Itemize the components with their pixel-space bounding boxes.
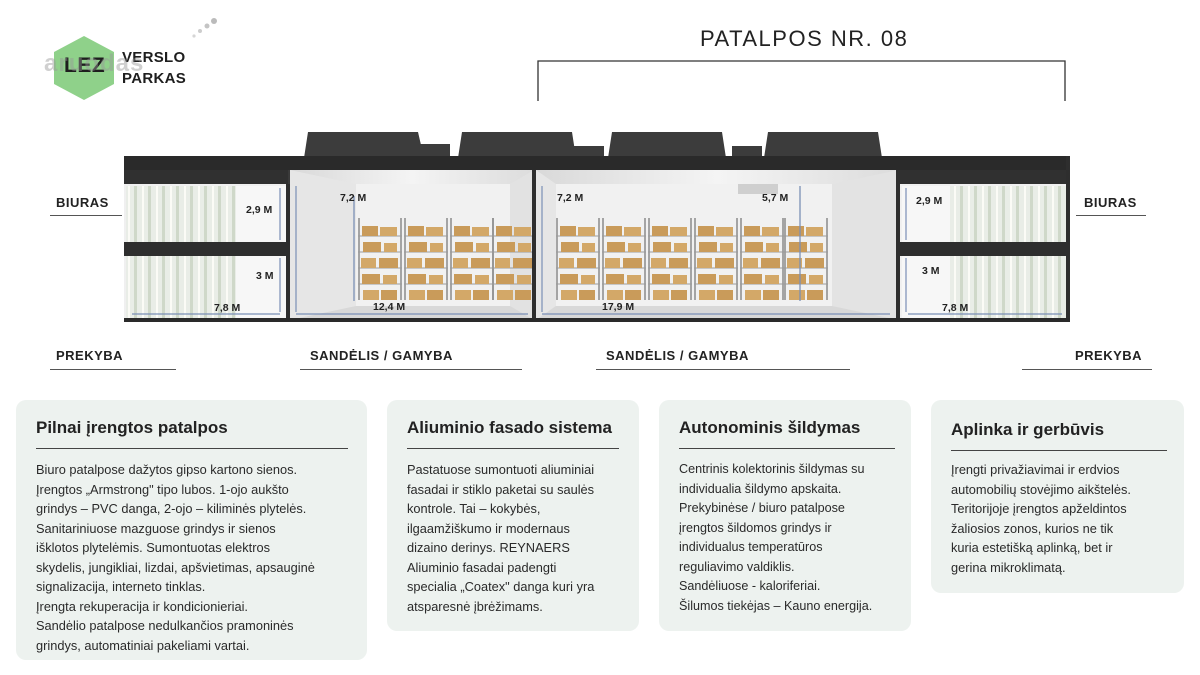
card-title: Pilnai įrengtos patalpos bbox=[36, 418, 228, 437]
card-line: kuria estetišką aplinką, bet ir bbox=[951, 540, 1113, 555]
feature-card-equipped: Pilnai įrengtos patalpos Biuro patalpose… bbox=[16, 400, 367, 660]
card-line: fasadai ir stiklo paketai su saulės bbox=[407, 481, 595, 497]
card-line: kontrole. Tai – kokybės, bbox=[407, 501, 541, 516]
card-line: Sandėlio patalpose nedulkančios pramonin… bbox=[36, 618, 294, 633]
card-line: automobilių stovėjimo aikštelės. bbox=[951, 481, 1131, 497]
card-line: ilgaamžiškumo ir modernaus bbox=[407, 520, 570, 536]
card-divider bbox=[36, 448, 348, 449]
card-line: signalizacija, interneto tinklas. bbox=[36, 579, 206, 594]
dim-left-office-top: 2,9 M bbox=[246, 204, 273, 216]
card-line: Biuro patalpose dažytos gipso kartono si… bbox=[36, 462, 298, 477]
dim-left-office-width: 7,8 M bbox=[214, 302, 241, 314]
card-line: grindys – PVC danga, 2-ojo – kiliminės p… bbox=[36, 501, 307, 516]
logo-line2: PARKAS bbox=[122, 70, 187, 87]
feature-card-environment: Aplinka ir gerbūvis Įrengti privažiavima… bbox=[931, 400, 1184, 593]
card-body: Centrinis kolektorinis šildymas su indiv… bbox=[679, 460, 872, 616]
card-line: Sandėliuose - kaloriferiai. bbox=[679, 579, 821, 593]
page-title: PATALPOS NR. 08 bbox=[700, 26, 909, 51]
dim-right-office-top: 2,9 M bbox=[916, 195, 943, 207]
logo-hexagon-icon bbox=[54, 36, 114, 100]
zone-biuras-left: BIURAS bbox=[56, 195, 109, 210]
card-title: Autonominis šildymas bbox=[679, 418, 861, 437]
card-body: Biuro patalpose dažytos gipso kartono si… bbox=[36, 460, 315, 655]
zone-sandelis-left-line bbox=[300, 369, 522, 370]
watermark: aruodas bbox=[44, 50, 145, 77]
card-body: Įrengti privažiavimai ir erdvios automob… bbox=[951, 460, 1131, 577]
title-bracket bbox=[537, 60, 1066, 101]
card-divider bbox=[407, 448, 619, 449]
card-line: reguliavimo valdiklis. bbox=[679, 559, 795, 574]
card-line: Teritorijoje įrengtos apželdintos bbox=[951, 501, 1127, 516]
card-line: išklotos plytelėmis. Sumontuotas elektro… bbox=[36, 540, 270, 555]
card-divider bbox=[951, 450, 1167, 451]
card-line: Įrengtos „Armstrong" tipo lubos. 1-ojo a… bbox=[36, 481, 289, 497]
dim-warehouse1-height: 7,2 M bbox=[340, 192, 367, 204]
dim-right-office-bottom: 3 M bbox=[922, 265, 940, 277]
logo-dots-icon bbox=[192, 18, 217, 38]
zone-prekyba-left: PREKYBA bbox=[56, 348, 124, 363]
zone-biuras-right: BIURAS bbox=[1084, 195, 1137, 210]
feature-card-heating: Autonominis šildymas Centrinis kolektori… bbox=[659, 400, 911, 631]
card-line: Įrengti privažiavimai ir erdvios bbox=[951, 462, 1120, 477]
logo-line1: VERSLO bbox=[122, 49, 186, 66]
dim-warehouse2-height: 7,2 M bbox=[557, 192, 584, 204]
zone-prekyba-left-line bbox=[50, 369, 176, 370]
feature-card-facade: Aliuminio fasado sistema Pastatuose sumo… bbox=[387, 400, 639, 631]
dim-warehouse2-width: 17,9 M bbox=[602, 301, 635, 313]
card-line: Pastatuose sumontuoti aliuminiai bbox=[407, 462, 595, 477]
zone-prekyba-right-line bbox=[1022, 369, 1152, 370]
card-title: Aplinka ir gerbūvis bbox=[951, 420, 1105, 439]
zone-sandelis-right-line bbox=[596, 369, 850, 370]
dim-warehouse1-width: 12,4 M bbox=[373, 301, 406, 313]
card-line: gerina mikroklimatą. bbox=[951, 559, 1066, 575]
card-line: grindys, automatiniai pakeliami vartai. bbox=[36, 637, 250, 653]
dim-warehouse2-height-low: 5,7 M bbox=[762, 192, 789, 204]
card-line: įrengtos šildomos grindys ir bbox=[679, 520, 832, 535]
dim-right-office-width: 7,8 M bbox=[942, 302, 969, 314]
card-line: Šilumos tiekėjas – Kauno energija. bbox=[679, 598, 873, 613]
card-line: dizaino derinys. REYNAERS bbox=[407, 540, 570, 555]
card-line: Įrengta rekuperacija ir kondicionieriai. bbox=[36, 598, 248, 614]
card-body: Pastatuose sumontuoti aliuminiai fasadai… bbox=[407, 460, 594, 616]
card-line: Sanitariniuose mazguose grindys ir sieno… bbox=[36, 520, 276, 536]
card-line: individualus temperatūros bbox=[679, 540, 823, 554]
card-line: specialia „Coatex" danga kuri yra bbox=[407, 579, 595, 594]
card-divider bbox=[679, 448, 895, 449]
card-line: Centrinis kolektorinis šildymas su bbox=[679, 462, 865, 476]
building-section-illustration bbox=[124, 132, 1070, 322]
zone-sandelis-left: SANDĖLIS / GAMYBA bbox=[310, 348, 453, 363]
zone-biuras-right-line bbox=[1076, 215, 1146, 216]
card-line: Aliuminio fasadai padengti bbox=[407, 559, 557, 575]
card-line: žaliosios zonos, kurios ne tik bbox=[951, 520, 1114, 536]
zone-biuras-left-line bbox=[50, 215, 122, 216]
card-title: Aliuminio fasado sistema bbox=[407, 418, 612, 437]
card-line: skydelis, jungikliai, lizdai, apšvietima… bbox=[36, 559, 315, 575]
dim-left-office-bottom: 3 M bbox=[256, 270, 274, 282]
zone-sandelis-right: SANDĖLIS / GAMYBA bbox=[606, 348, 749, 363]
zone-prekyba-right: PREKYBA bbox=[1075, 348, 1143, 363]
card-line: individualia šildymo apskaita. bbox=[679, 481, 842, 496]
card-line: atsparesnė įbrėžimams. bbox=[407, 598, 543, 614]
logo-mark: LEZ bbox=[64, 54, 106, 77]
card-line: Prekybinėse / biuro patalpose bbox=[679, 501, 845, 515]
